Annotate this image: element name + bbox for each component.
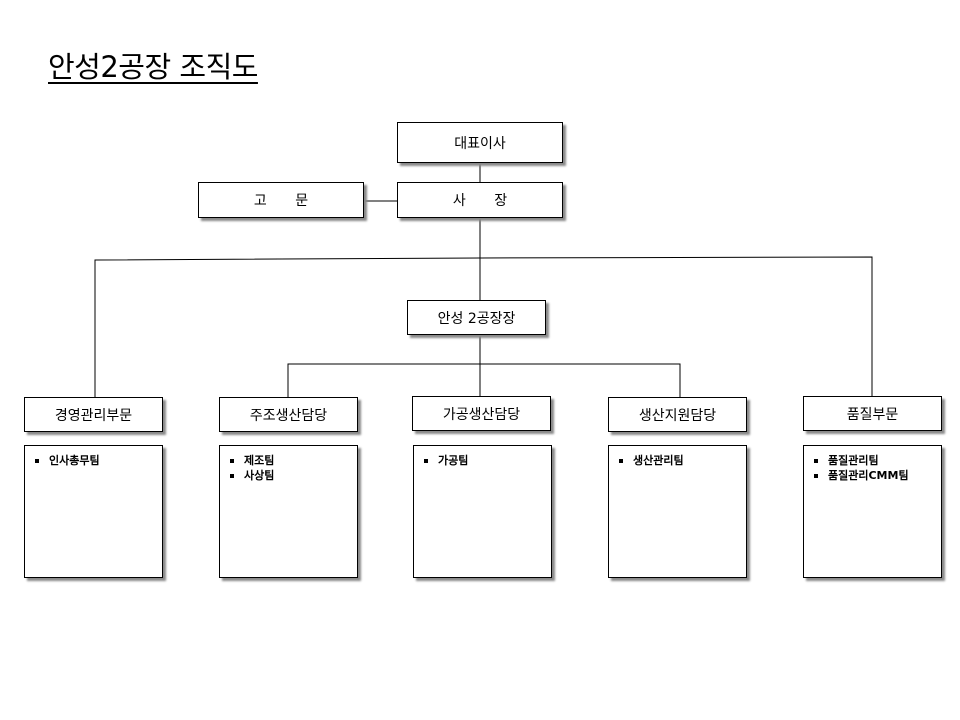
ceo-label: 대표이사: [454, 135, 506, 152]
team-panel-support: 생산관리팀: [608, 445, 747, 578]
team-list: 인사총무팀: [33, 453, 156, 468]
team-panel-quality: 품질관리팀 품질관리CMM팀: [803, 445, 942, 578]
page-title: 안성2공장 조직도: [48, 50, 258, 84]
division-box-machining: 가공생산담당: [412, 396, 551, 431]
team-item: 사상팀: [228, 468, 351, 483]
team-list: 품질관리팀 품질관리CMM팀: [812, 453, 935, 483]
division-label: 가공생산담당: [442, 406, 521, 423]
ceo-box: 대표이사: [397, 122, 563, 163]
team-list: 생산관리팀: [617, 453, 740, 468]
team-panel-machining: 가공팀: [413, 445, 552, 578]
team-item: 인사총무팀: [33, 453, 156, 468]
team-item: 가공팀: [422, 453, 545, 468]
team-item: 생산관리팀: [617, 453, 740, 468]
president-box: 사 장: [397, 182, 563, 218]
team-item: 품질관리CMM팀: [812, 468, 935, 483]
division-box-casting: 주조생산담당: [219, 397, 358, 432]
president-label: 사 장: [452, 193, 520, 209]
plant-head-box: 안성 2공장장: [407, 300, 546, 335]
division-label: 경영관리부문: [54, 407, 133, 424]
team-item: 품질관리팀: [812, 453, 935, 468]
division-box-quality: 품질부문: [803, 396, 942, 431]
team-list: 제조팀 사상팀: [228, 453, 351, 483]
division-box-management: 경영관리부문: [24, 397, 163, 432]
division-label: 품질부문: [846, 406, 899, 423]
team-panel-management: 인사총무팀: [24, 445, 163, 578]
team-list: 가공팀: [422, 453, 545, 468]
division-box-support: 생산지원담당: [608, 397, 747, 432]
team-item: 제조팀: [228, 453, 351, 468]
line-top-bus: [94, 256, 873, 398]
advisor-box: 고 문: [198, 182, 364, 218]
division-label: 주조생산담당: [249, 407, 328, 424]
team-panel-casting: 제조팀 사상팀: [219, 445, 358, 578]
plant-head-label: 안성 2공장장: [437, 310, 516, 327]
advisor-label: 고 문: [253, 193, 321, 209]
division-label: 생산지원담당: [638, 407, 717, 424]
line-mid-bus: [287, 363, 681, 397]
